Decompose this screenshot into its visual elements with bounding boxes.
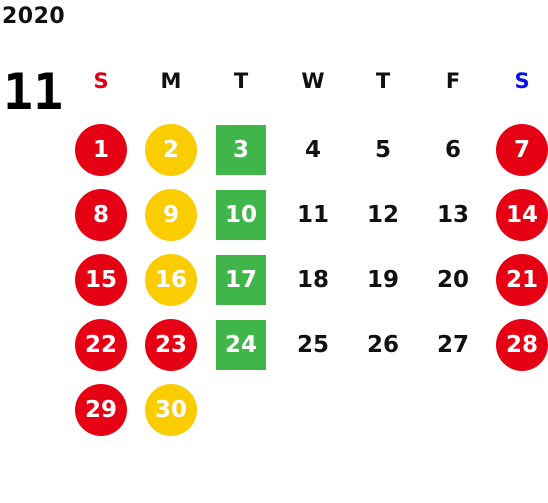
day-cell[interactable]: 26 — [366, 332, 399, 358]
day-cell[interactable]: 25 — [296, 332, 329, 358]
day-cell[interactable]: 7 — [496, 124, 548, 176]
day-cell[interactable]: 23 — [145, 319, 197, 371]
weekday-header-fri: F — [445, 69, 461, 93]
day-cell[interactable]: 16 — [145, 254, 197, 306]
day-cell[interactable]: 18 — [296, 267, 329, 293]
day-cell[interactable]: 14 — [496, 189, 548, 241]
day-cell[interactable]: 13 — [436, 202, 469, 228]
calendar-month: 11 — [3, 63, 64, 121]
day-cell[interactable]: 2 — [145, 124, 197, 176]
weekday-header-sat: S — [514, 69, 530, 93]
day-cell[interactable]: 11 — [296, 202, 329, 228]
day-cell[interactable]: 5 — [374, 137, 391, 163]
day-cell[interactable]: 29 — [75, 384, 127, 436]
day-cell[interactable]: 24 — [216, 320, 266, 370]
day-cell[interactable]: 19 — [366, 267, 399, 293]
day-cell[interactable]: 4 — [304, 137, 321, 163]
day-cell[interactable]: 3 — [216, 125, 266, 175]
day-cell[interactable]: 22 — [75, 319, 127, 371]
day-cell[interactable]: 20 — [436, 267, 469, 293]
day-cell[interactable]: 28 — [496, 319, 548, 371]
weekday-header-mon: M — [160, 69, 182, 93]
calendar-year: 2020 — [2, 4, 66, 29]
weekday-header-wed: W — [301, 69, 325, 93]
weekday-header-tue: T — [233, 69, 249, 93]
day-cell[interactable]: 8 — [75, 189, 127, 241]
day-cell[interactable]: 15 — [75, 254, 127, 306]
day-cell[interactable]: 6 — [444, 137, 461, 163]
weekday-header-thu: T — [375, 69, 391, 93]
day-cell[interactable]: 12 — [366, 202, 399, 228]
day-cell[interactable]: 9 — [145, 189, 197, 241]
day-cell[interactable]: 1 — [75, 124, 127, 176]
day-cell[interactable]: 10 — [216, 190, 266, 240]
day-cell[interactable]: 17 — [216, 255, 266, 305]
day-cell[interactable]: 27 — [436, 332, 469, 358]
day-cell[interactable]: 21 — [496, 254, 548, 306]
weekday-header-sun: S — [93, 69, 109, 93]
day-cell[interactable]: 30 — [145, 384, 197, 436]
